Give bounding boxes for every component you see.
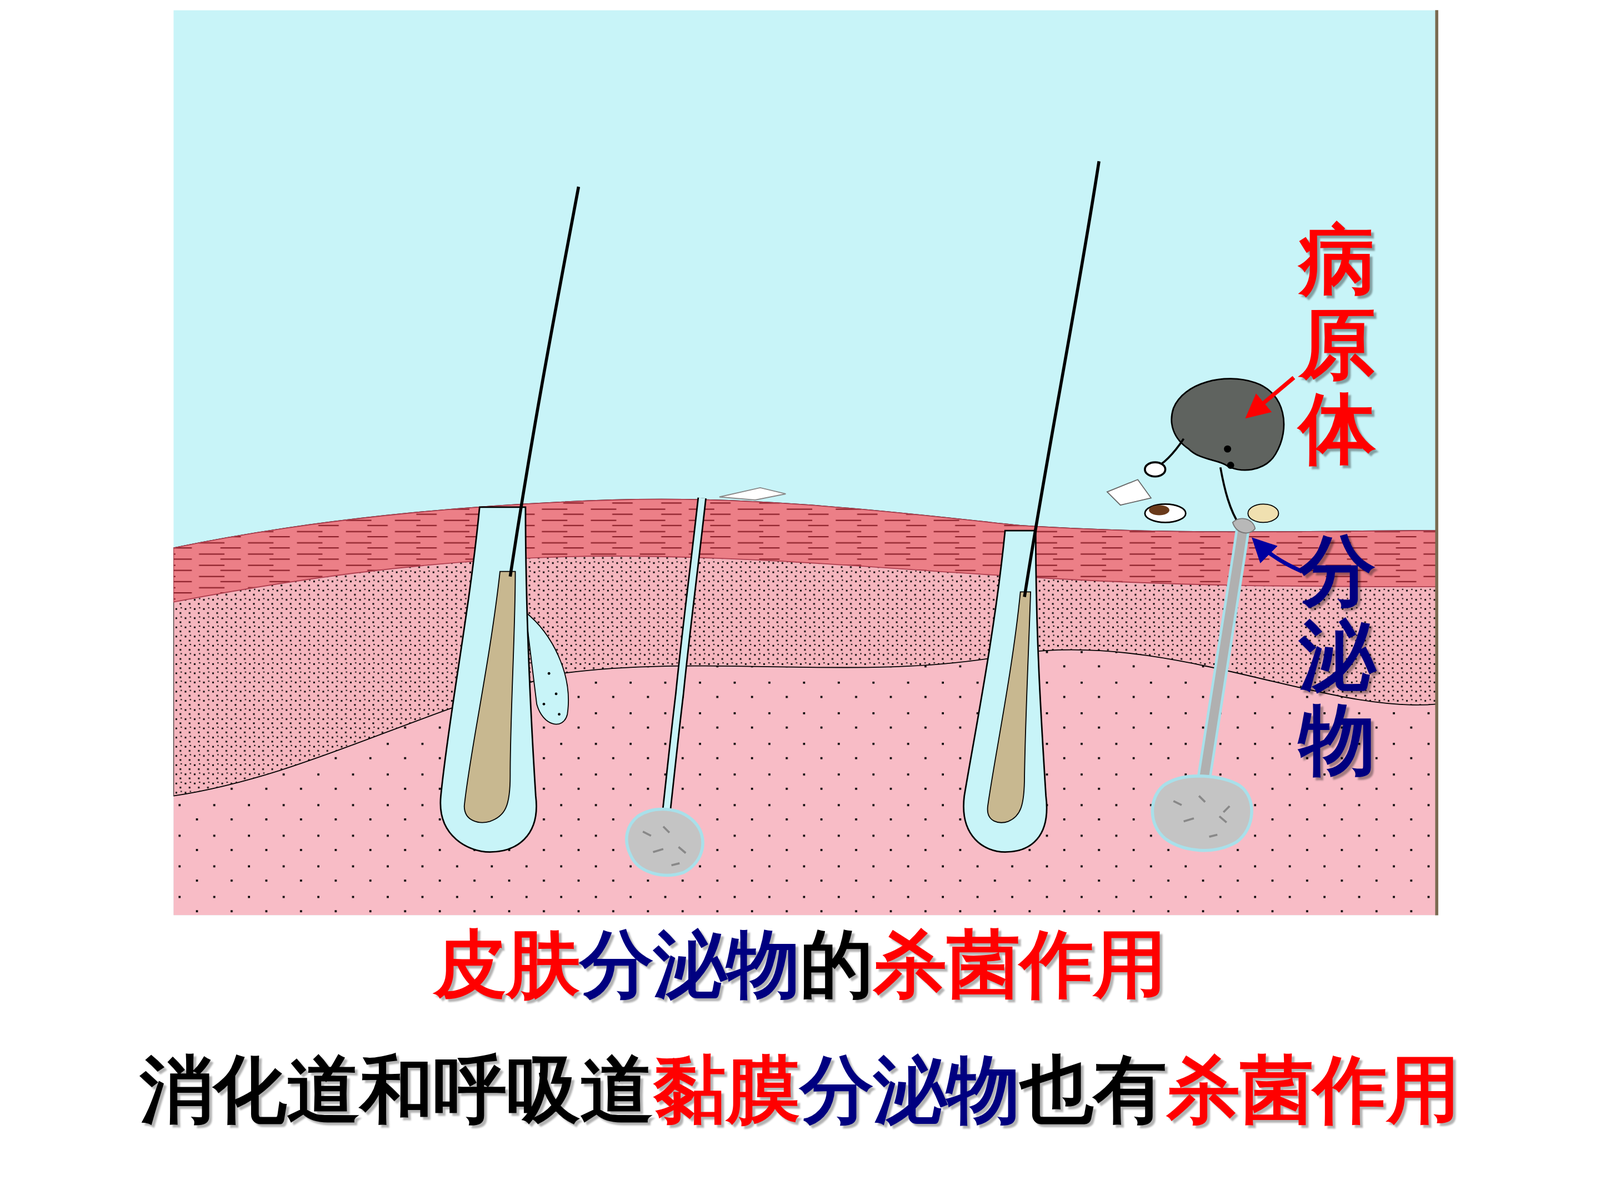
caption-segment: 的 — [800, 920, 874, 1008]
caption-segment: 皮肤 — [433, 920, 580, 1008]
caption-segment: 杀菌作用 — [873, 920, 1167, 1008]
secretion-label: 分泌物 — [1298, 528, 1376, 782]
leader-arrow — [1255, 540, 1302, 572]
caption-segment: 消化道和呼吸道 — [140, 1045, 654, 1134]
caption-segment: 杀菌作用 — [1166, 1045, 1460, 1134]
caption-segment: 也有 — [1020, 1045, 1167, 1134]
leader-arrow — [1248, 377, 1294, 416]
skin-section — [173, 10, 1437, 915]
pathogen-label: 病原体 — [1298, 217, 1376, 471]
caption-line: 皮肤分泌物的杀菌作用 — [0, 920, 1600, 1008]
caption-segment: 分泌物 — [800, 1045, 1020, 1134]
caption-segment: 分泌物 — [580, 920, 800, 1008]
caption-segment: 黏膜 — [653, 1045, 800, 1134]
caption-line: 消化道和呼吸道黏膜分泌物也有杀菌作用 — [0, 1045, 1600, 1134]
